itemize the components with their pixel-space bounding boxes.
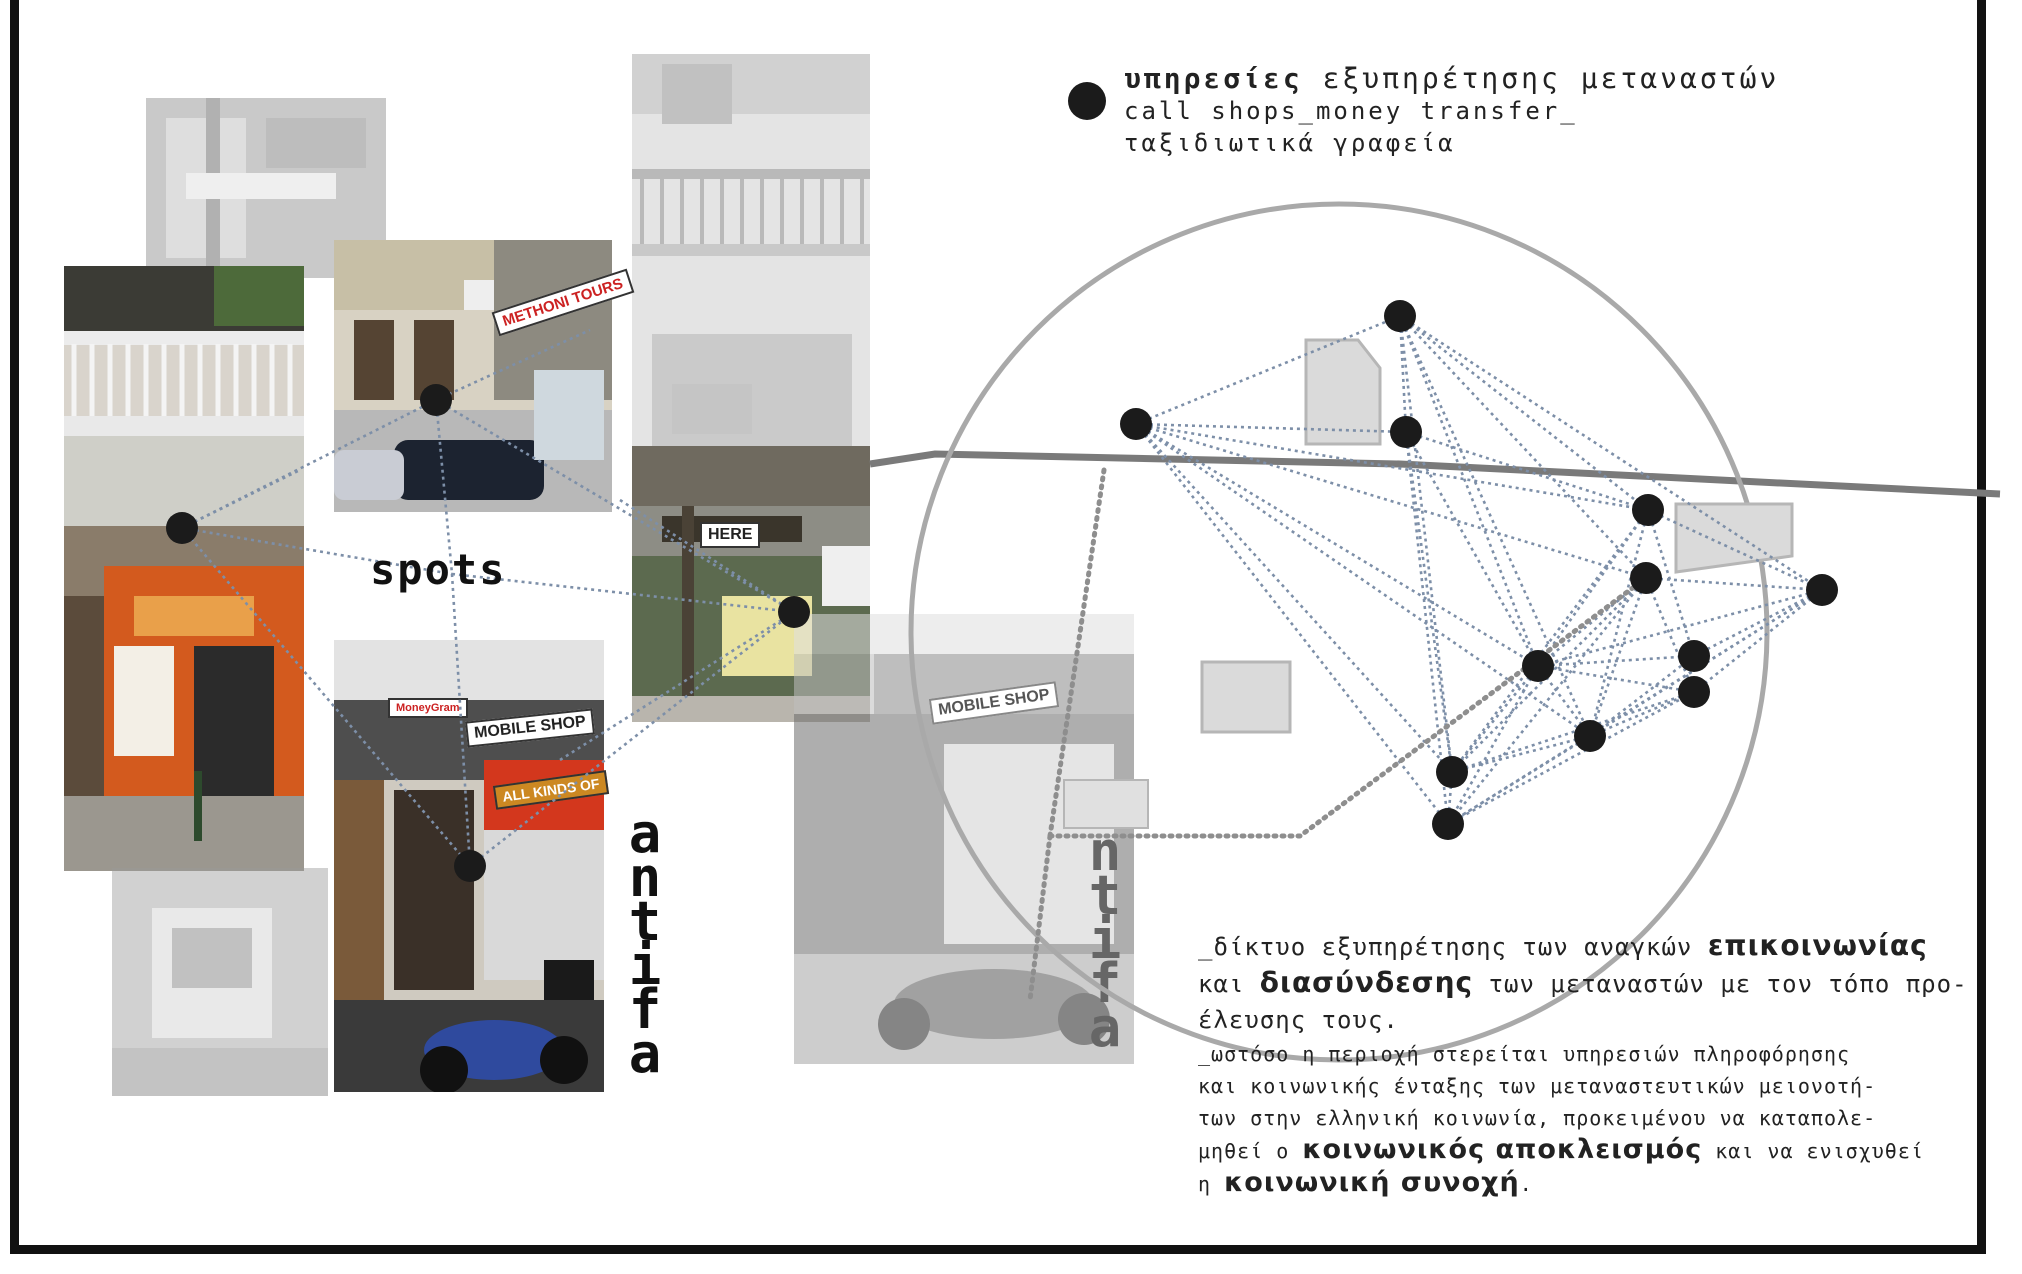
desc-line-8: η κοινωνική συνοχή. xyxy=(1198,1167,1533,1198)
collage-dot xyxy=(778,596,810,628)
street-line xyxy=(869,450,2001,498)
area-circle xyxy=(908,201,1770,1063)
network-dot xyxy=(1678,640,1710,672)
network-dot xyxy=(1384,300,1416,332)
desc-line-7: μηθεί ο κοινωνικός αποκλεισμός και να εν… xyxy=(1198,1134,1924,1165)
legend-line-3: ταξιδιωτικά γραφεία xyxy=(1124,129,1456,157)
desc-line-6: των στην ελληνική κοινωνία, προκειμένου … xyxy=(1198,1106,1877,1130)
photo-orange-shop xyxy=(64,266,304,871)
network-dot xyxy=(1632,494,1664,526)
legend-line-2: call shops_money transfer_ xyxy=(1124,97,1578,125)
collage-dot xyxy=(420,384,452,416)
network-dots xyxy=(1120,300,1838,840)
desc-line-2: και διασύνδεσης των μεταναστών με τον τό… xyxy=(1198,966,1968,999)
photo-balcony-faded xyxy=(632,54,870,454)
desc-line-5: και κοινωνικής ένταξης των μεταναστευτικ… xyxy=(1198,1074,1877,1098)
legend-text: υπηρεσίες εξυπηρέτησης μεταναστών call s… xyxy=(1124,62,1924,159)
collage-lines xyxy=(181,328,795,868)
network-dot xyxy=(1574,720,1606,752)
desc-line-3: έλευσης τους. xyxy=(1198,1006,1399,1034)
network-dot xyxy=(1522,650,1554,682)
network-dot xyxy=(1436,756,1468,788)
collage-dot xyxy=(454,850,486,882)
network-dot xyxy=(1432,808,1464,840)
collage-dots xyxy=(166,384,810,882)
photo-street-faded-top xyxy=(146,98,386,278)
photo-mobile-shop-gray xyxy=(794,614,1134,1064)
building-shape-3 xyxy=(1200,660,1292,734)
building-shape-4 xyxy=(1063,779,1149,829)
desc-line-1: _δίκτυο εξυπηρέτησης των αναγκών επικοιν… xyxy=(1198,929,1928,962)
network-dot xyxy=(1390,416,1422,448)
network-lines xyxy=(1134,314,1823,826)
network-dot xyxy=(1120,408,1152,440)
network-dot xyxy=(1678,676,1710,708)
collage-dot xyxy=(166,512,198,544)
building-shape-1 xyxy=(1304,338,1382,446)
page-frame xyxy=(10,0,1986,1254)
spots-label: spots xyxy=(370,545,507,594)
legend-dot-icon xyxy=(1068,82,1106,120)
legend-title: υπηρεσίες εξυπηρέτησης μεταναστών xyxy=(1124,62,1780,95)
network-dot xyxy=(1630,562,1662,594)
network-dot xyxy=(1806,574,1838,606)
description: _δίκτυο εξυπηρέτησης των αναγκών επικοιν… xyxy=(1198,928,1968,1200)
sign-moneygram: MoneyGram xyxy=(388,698,468,718)
desc-line-4: _ωστόσο η περιοχή στερείται υπηρεσιών πλ… xyxy=(1198,1042,1851,1066)
photo-shop-faded-bottom xyxy=(112,868,328,1096)
sign-here: HERE xyxy=(700,522,761,548)
building-shape-2 xyxy=(1674,502,1794,574)
